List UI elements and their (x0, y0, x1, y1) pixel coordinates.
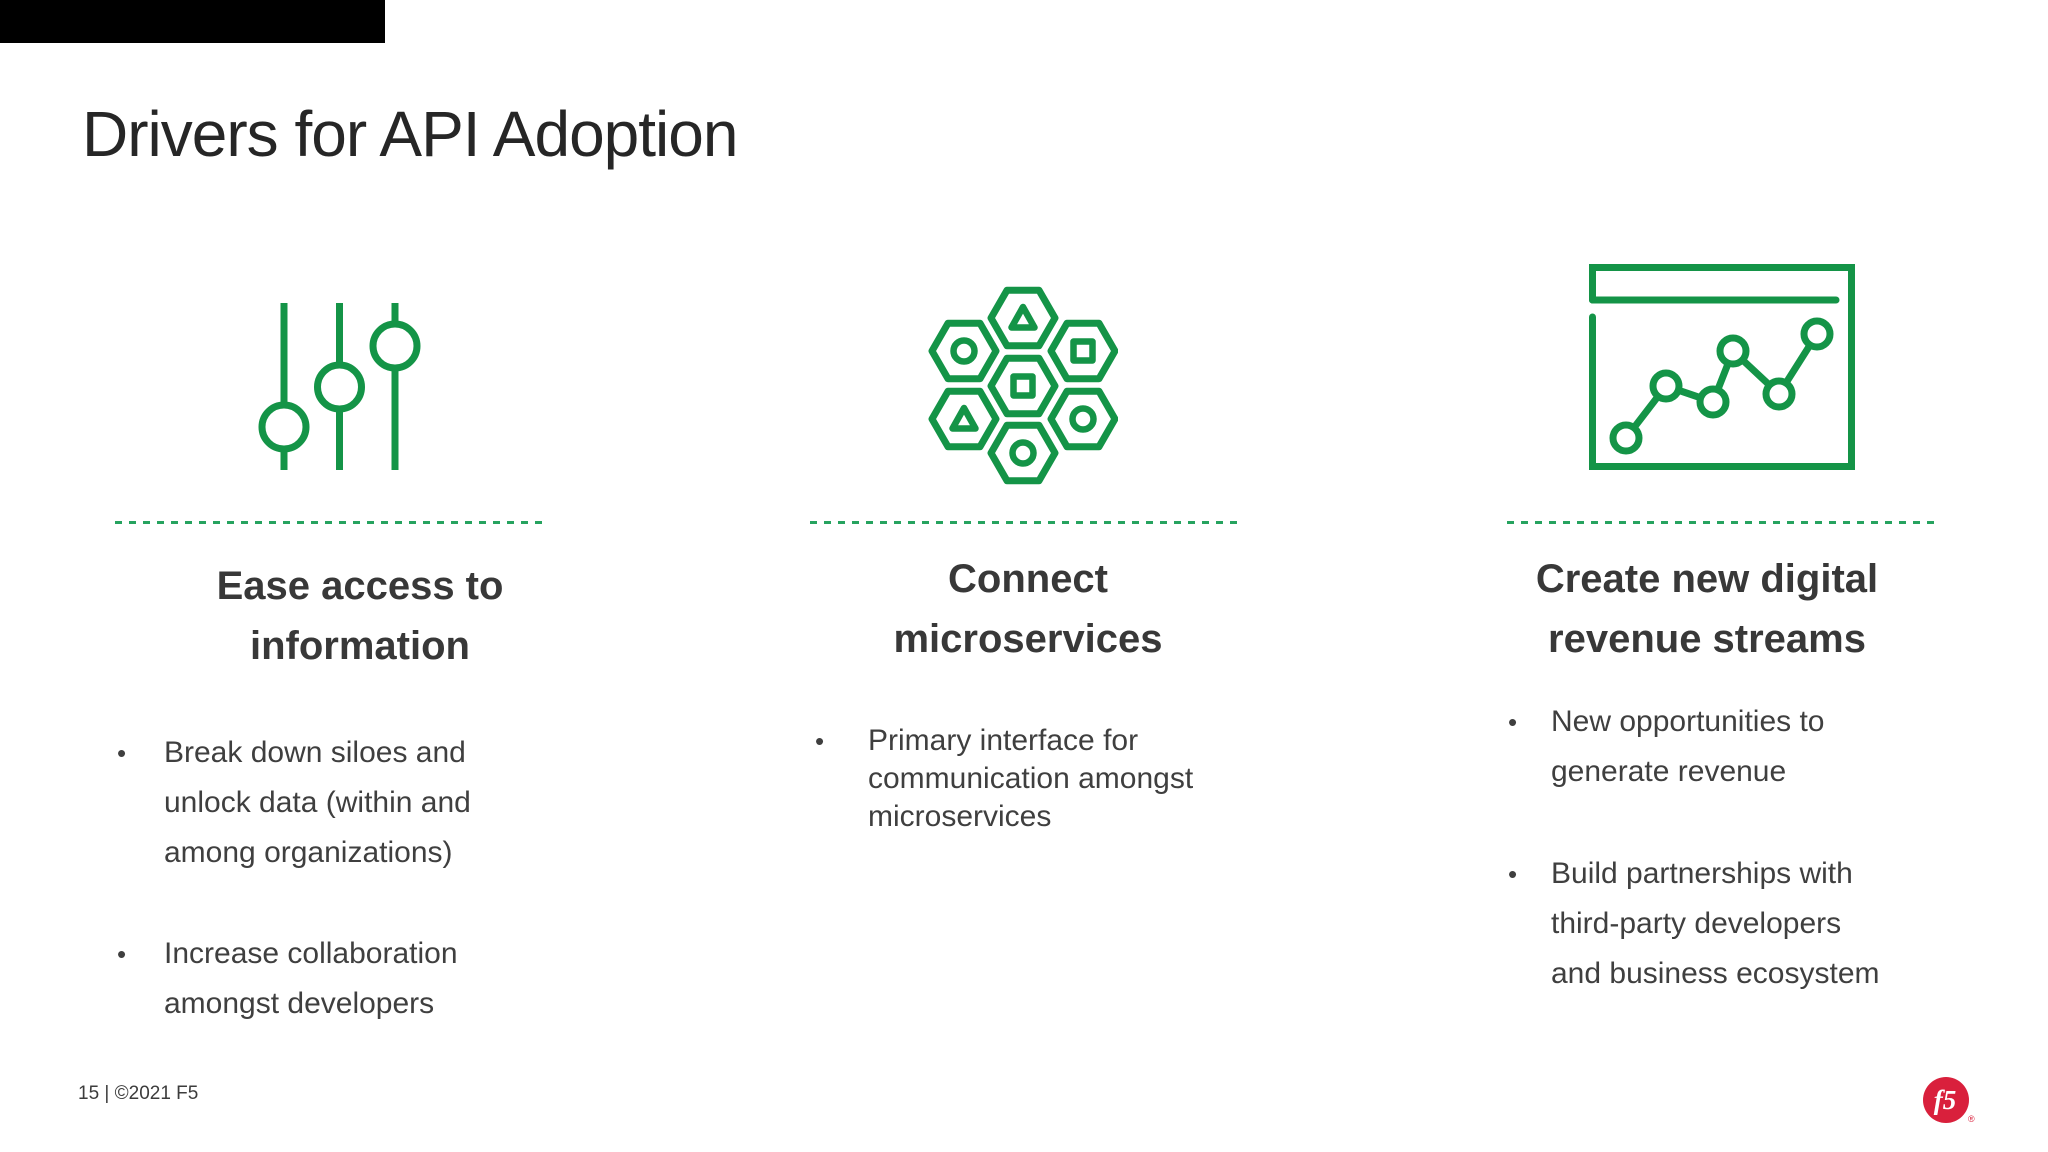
bullet-marker: • (117, 738, 127, 768)
column-connect-microservices: Connect microservices • Primary interfac… (810, 0, 1240, 1152)
dashed-divider (810, 521, 1240, 524)
dashed-divider (115, 521, 545, 524)
bullet-marker: • (1508, 859, 1518, 889)
f5-logo: f5 (1923, 1077, 1969, 1123)
bullet-list: • Break down siloes and unlock data (wit… (115, 728, 545, 1029)
bullet-list: • Primary interface for communication am… (810, 722, 1240, 836)
sliders-icon (256, 298, 426, 473)
column-heading: Create new digital revenue streams (1535, 557, 1879, 661)
list-item: • New opportunities to generate revenue (1507, 697, 1937, 797)
column-ease-access: Ease access to information • Break down … (115, 0, 545, 1152)
column-revenue-streams: Create new digital revenue streams • New… (1507, 0, 1937, 1152)
bullet-marker: • (1508, 707, 1518, 737)
bullet-marker: • (815, 726, 825, 756)
slide-footer: 15 | ©2021 F5 (78, 1083, 199, 1104)
page-title: Drivers for API Adoption (82, 98, 738, 170)
column-heading: Connect microservices (893, 557, 1163, 661)
bullet-marker: • (117, 939, 127, 969)
video-overlay-bar (0, 0, 385, 43)
column-heading: Ease access to information (216, 564, 504, 668)
bullet-list: • New opportunities to generate revenue … (1507, 697, 1937, 999)
registered-mark: ® (1968, 1114, 1975, 1124)
list-item: • Build partnerships with third-party de… (1507, 849, 1937, 999)
dashed-divider (1507, 521, 1937, 524)
list-item: • Increase collaboration amongst develop… (115, 929, 545, 1029)
line-chart-window-icon (1589, 264, 1855, 470)
list-item: • Primary interface for communication am… (810, 722, 1240, 836)
f5-logo-text: f5 (1933, 1084, 1957, 1115)
list-item: • Break down siloes and unlock data (wit… (115, 728, 545, 878)
hexagon-cluster-icon (928, 283, 1118, 488)
